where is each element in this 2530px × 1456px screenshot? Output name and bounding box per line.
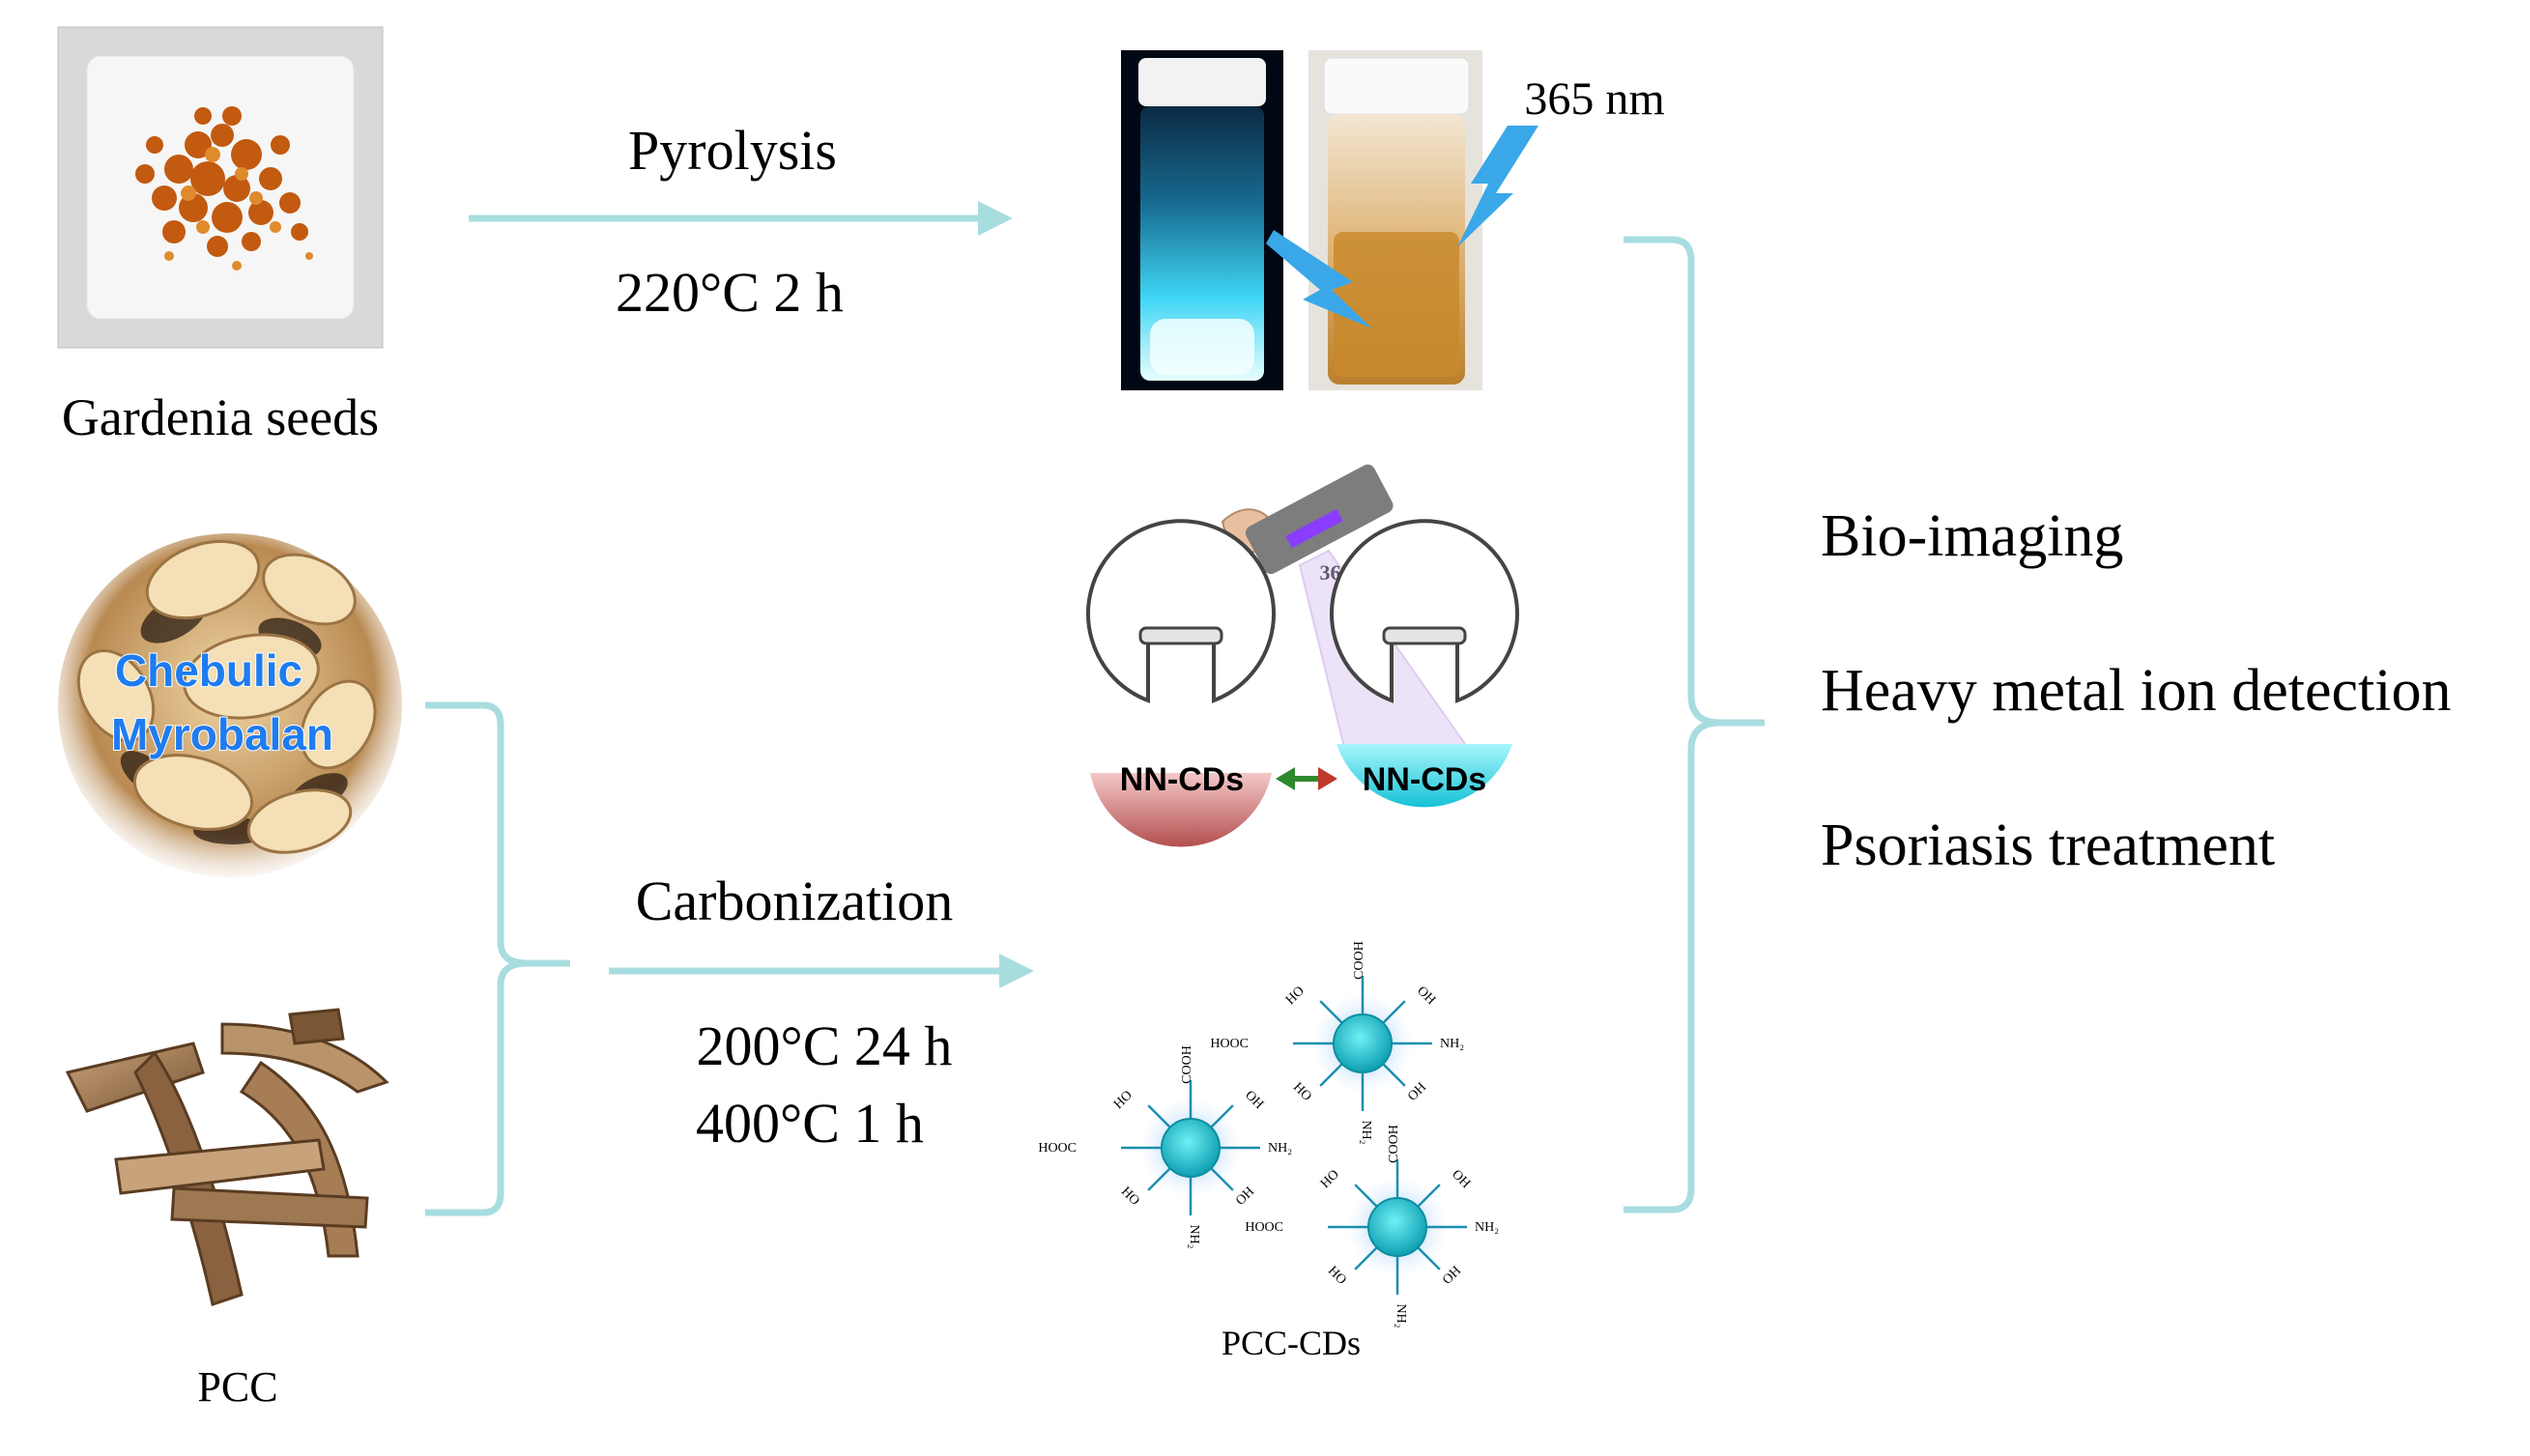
- functional-group-label: NH₂: [1440, 1037, 1464, 1051]
- pcc-bark-image: [65, 1008, 389, 1306]
- chebulic-myrobalan-image: [58, 533, 402, 877]
- lightning-bolt-icon: [1266, 230, 1372, 328]
- pcc-cds-label: PCC-CDs: [1222, 1324, 1361, 1362]
- pcc-label: PCC: [197, 1363, 277, 1411]
- carbonization-condition-2: 400°C 1 h: [696, 1092, 924, 1155]
- application-item: Bio-imaging: [1821, 503, 2123, 569]
- functional-group-label: HO: [1318, 1167, 1342, 1191]
- functional-group-label: OH: [1414, 984, 1438, 1008]
- pyrolysis-arrow: [469, 201, 1013, 236]
- functional-group-label: NH₂: [1359, 1120, 1373, 1144]
- functional-group-label: HO: [1290, 1080, 1314, 1104]
- chebulic-overlay-line1: Chebulic: [115, 645, 302, 696]
- flask-red: [1086, 519, 1276, 847]
- functional-group-label: COOH: [1387, 1125, 1401, 1163]
- lightning-bolt-icon: [1457, 126, 1538, 247]
- functional-group-label: HO: [1283, 984, 1308, 1008]
- functional-group-label: OH: [1233, 1185, 1257, 1209]
- flask-cyan: [1330, 519, 1519, 808]
- carbon-dot: HOOC NH₂ COOH OH HO HO OH NH₂: [1210, 941, 1464, 1145]
- carbon-dot: HOOC NH₂ COOH OH HO HO OH NH₂: [1038, 1045, 1292, 1249]
- functional-group-label: HO: [1118, 1185, 1142, 1209]
- gardenia-seeds-label: Gardenia seeds: [62, 388, 379, 446]
- functional-group-label: HOOC: [1038, 1141, 1077, 1156]
- flask-left-label: NN-CDs: [1120, 761, 1244, 798]
- application-item: Psoriasis treatment: [1821, 813, 2275, 878]
- functional-group-label: HOOC: [1245, 1220, 1283, 1235]
- applications-brace: [1624, 236, 1765, 1213]
- functional-group-label: OH: [1242, 1088, 1266, 1112]
- functional-group-label: NH₂: [1268, 1141, 1292, 1156]
- carbonization-condition-1: 200°C 24 h: [697, 1014, 953, 1077]
- equilibrium-arrow: [1276, 767, 1337, 790]
- flask-right-label: NN-CDs: [1363, 761, 1486, 798]
- functional-group-label: NH₂: [1187, 1224, 1201, 1248]
- vials-photo: [1121, 50, 1482, 390]
- pyrolysis-condition: 220°C 2 h: [616, 261, 844, 324]
- gardenia-seeds-image: [57, 26, 384, 349]
- pyrolysis-label: Pyrolysis: [628, 119, 837, 182]
- carbonization-label: Carbonization: [636, 870, 954, 932]
- functional-group-label: OH: [1440, 1264, 1464, 1288]
- functional-group-label: COOH: [1180, 1045, 1194, 1084]
- functional-group-label: OH: [1405, 1080, 1429, 1104]
- chebulic-overlay-line2: Myrobalan: [111, 709, 333, 759]
- functional-group-label: NH₂: [1475, 1220, 1499, 1235]
- functional-group-label: HO: [1111, 1088, 1136, 1112]
- functional-group-label: COOH: [1352, 941, 1366, 980]
- source-brace: [425, 701, 570, 1216]
- carbonization-arrow: [609, 954, 1034, 988]
- functional-group-label: OH: [1449, 1167, 1473, 1191]
- functional-group-label: HO: [1325, 1264, 1349, 1288]
- application-item: Heavy metal ion detection: [1821, 658, 2451, 724]
- functional-group-label: HOOC: [1210, 1037, 1249, 1051]
- functional-group-label: NH₂: [1394, 1303, 1408, 1328]
- uv-wavelength-label: 365 nm: [1524, 73, 1664, 125]
